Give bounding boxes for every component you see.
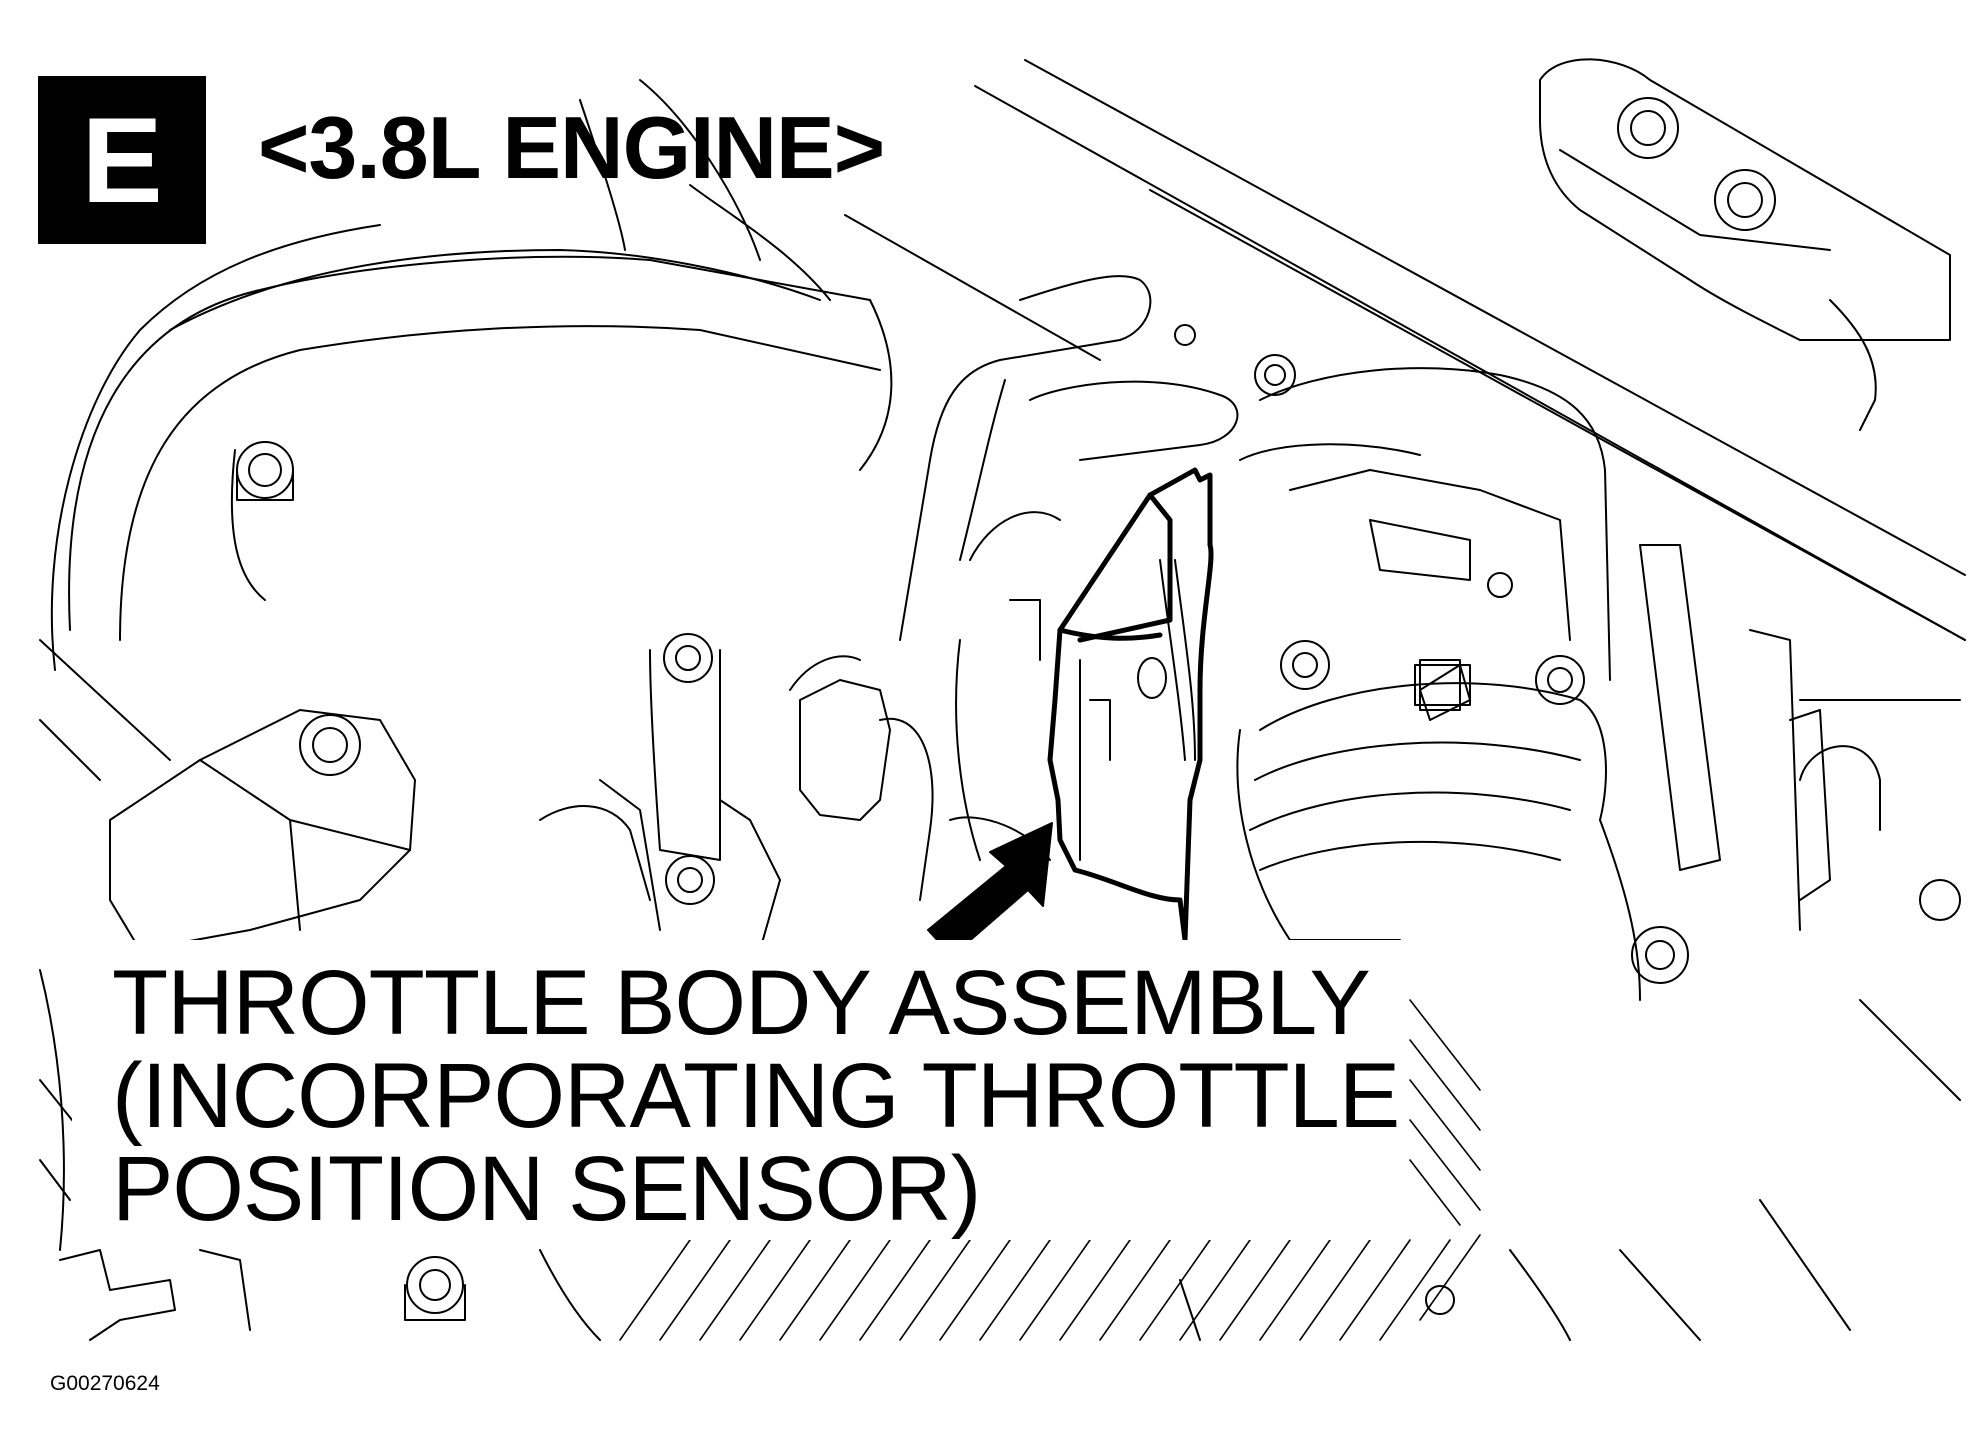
intake-manifold [52, 80, 892, 670]
section-badge: E [38, 76, 206, 244]
hatched-region [620, 1000, 1480, 1340]
section-letter: E [81, 92, 163, 228]
mounting-bracket [1540, 59, 1950, 430]
callout-line-3: POSITION SENSOR) [112, 1138, 981, 1240]
coolant-pipe [1632, 545, 1960, 983]
throttle-position-sensor [1050, 470, 1211, 940]
engine-title: <3.8L ENGINE> [258, 98, 885, 197]
sensor-detail [1080, 560, 1195, 860]
figure-id: G00270624 [50, 1372, 160, 1395]
frame-rail [845, 60, 1965, 640]
callout-background [72, 940, 1402, 1240]
callout-line-1: THROTTLE BODY ASSEMBLY [112, 952, 1371, 1054]
electrical-connector [600, 634, 933, 960]
lower-left-fittings [60, 1000, 1960, 1340]
throttle-body-housing [1240, 355, 1610, 710]
hose [900, 276, 1237, 640]
air-intake-duct [1237, 665, 1640, 1000]
callout-line-2: (INCORPORATING THROTTLE [112, 1045, 1400, 1147]
lower-bracket [40, 640, 415, 950]
arrow-icon [928, 823, 1052, 956]
